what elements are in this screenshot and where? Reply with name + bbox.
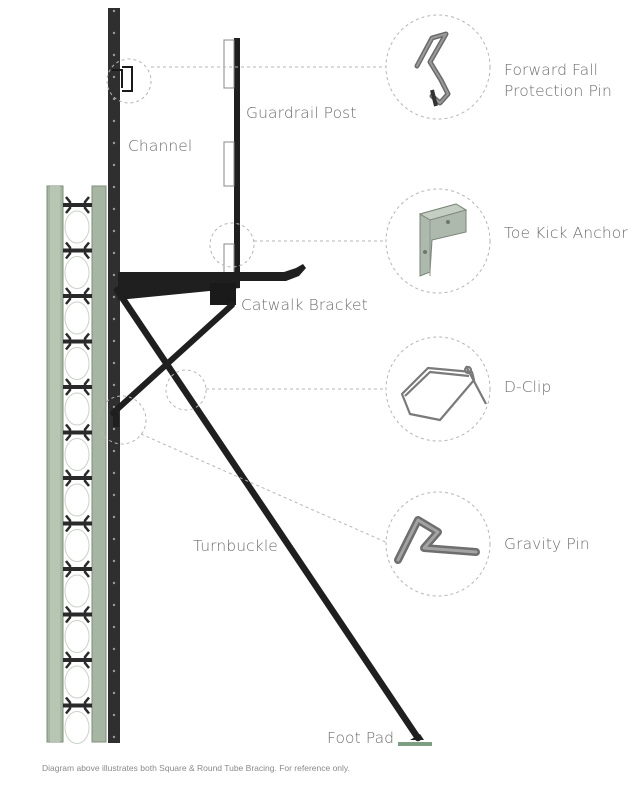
gravity-pin-label: Gravity Pin	[504, 535, 590, 553]
wire-clip-icon	[400, 365, 487, 422]
form-tie	[63, 287, 92, 335]
forward-fall-protection-pin-label: Forward Fall Protection Pin	[504, 60, 612, 102]
toe-kick-anchor-label: Toe Kick Anchor	[504, 224, 628, 242]
detail-circles	[385, 14, 491, 597]
channel-pin	[112, 66, 133, 92]
guardrail-post	[223, 38, 240, 282]
channel-label: Channel	[128, 137, 193, 155]
bent-pin-icon	[414, 31, 451, 107]
form-tie	[63, 241, 92, 289]
guardrail-post-label: Guardrail Post	[246, 104, 357, 122]
callout-lines	[97, 58, 391, 545]
catwalk-bracket	[110, 264, 306, 416]
form-tie	[63, 560, 92, 608]
caption: Diagram above illustrates both Square & …	[42, 763, 350, 773]
form-tie	[63, 378, 92, 426]
form-tie	[63, 469, 92, 517]
form-tie	[63, 514, 92, 562]
angle-bracket-icon	[418, 203, 468, 277]
form-tie	[63, 332, 92, 380]
d-clip-label: D-Clip	[504, 378, 552, 396]
detail-label-line2: Protection Pin	[504, 82, 612, 100]
form-tie	[63, 605, 92, 653]
form-tie	[63, 651, 92, 699]
foot-pad-label: Foot Pad	[327, 729, 395, 747]
form-tie	[63, 696, 92, 744]
form-tie	[63, 196, 92, 244]
form-ties	[63, 196, 92, 744]
turnbuckle-label: Turnbuckle	[193, 537, 278, 555]
catwalk-bracket-label: Catwalk Bracket	[241, 296, 368, 314]
channel	[108, 8, 120, 743]
turnbuckle-brace	[113, 286, 432, 746]
form-tie	[63, 423, 92, 471]
hook-pin-icon	[394, 516, 480, 564]
detail-label-line1: Forward Fall	[504, 61, 599, 79]
form-panel	[46, 185, 107, 744]
